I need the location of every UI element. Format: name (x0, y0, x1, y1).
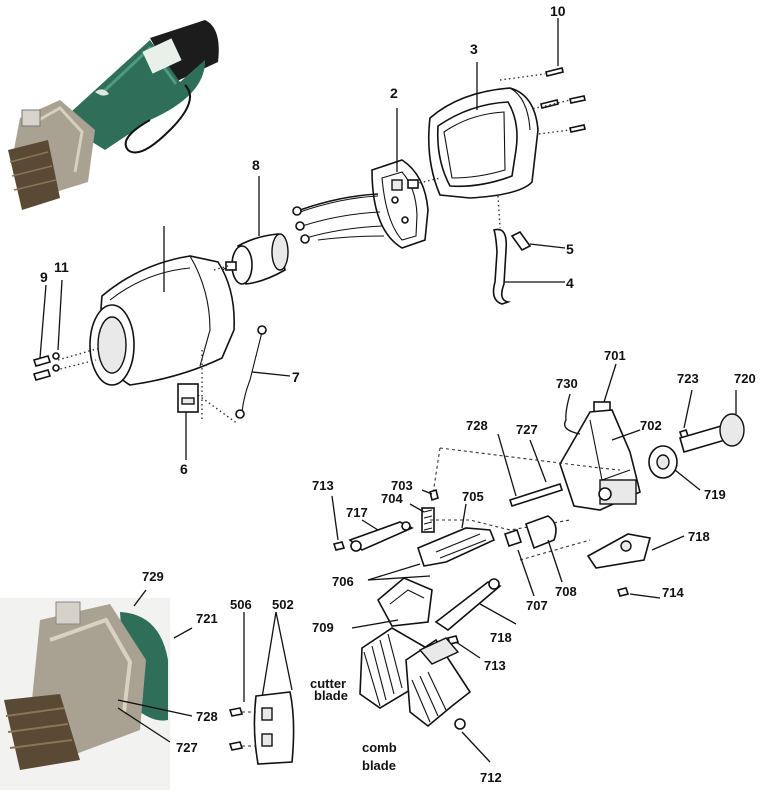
label-707: 707 (526, 598, 548, 613)
label-cutter-line2: blade (314, 688, 348, 703)
clipper-photo-top (8, 20, 219, 210)
label-712: 712 (480, 770, 502, 785)
blades (359, 627, 491, 763)
label-719: 719 (704, 487, 726, 502)
clipper-head-photo (0, 589, 193, 790)
label-702: 702 (640, 418, 662, 433)
label-718-lower: 718 (490, 630, 512, 645)
head-assembly (331, 363, 745, 659)
label-728: 728 (466, 418, 488, 433)
label-717: 717 (346, 505, 368, 520)
parts-506-502 (228, 611, 295, 765)
label-701: 701 (604, 348, 626, 363)
label-4: 4 (566, 275, 574, 291)
label-729: 729 (142, 569, 164, 584)
label-730: 730 (556, 376, 578, 391)
label-7: 7 (292, 369, 300, 385)
label-706: 706 (332, 574, 354, 589)
label-721: 721 (196, 611, 218, 626)
parts-9-11 (32, 279, 63, 381)
label-2: 2 (390, 85, 398, 101)
label-728-photo: 728 (196, 709, 218, 724)
label-709: 709 (312, 620, 334, 635)
label-727: 727 (516, 422, 538, 437)
part-number-labels: 10 3 2 8 5 4 9 11 7 6 701 730 723 720 72… (40, 3, 756, 785)
label-10: 10 (550, 3, 566, 19)
label-comb-line1: comb (362, 740, 397, 755)
label-5: 5 (566, 241, 574, 257)
label-comb-line2: blade (362, 758, 396, 773)
label-6: 6 (180, 461, 188, 477)
label-502: 502 (272, 597, 294, 612)
screws-10 (499, 18, 586, 136)
label-727-photo: 727 (176, 740, 198, 755)
rear-housing-3 (427, 62, 539, 199)
label-9: 9 (40, 269, 48, 285)
label-3: 3 (470, 41, 478, 57)
label-703: 703 (391, 478, 413, 493)
label-8: 8 (252, 157, 260, 173)
switch-plate-2 (292, 108, 441, 249)
motor-8 (221, 176, 289, 285)
label-705: 705 (462, 489, 484, 504)
label-cutter-line1: cutter (310, 676, 346, 691)
front-housing (55, 226, 235, 386)
label-723: 723 (677, 371, 699, 386)
label-714: 714 (662, 585, 684, 600)
label-708: 708 (555, 584, 577, 599)
parts-6-7 (177, 325, 291, 460)
parts-5-4 (492, 195, 566, 305)
label-720: 720 (734, 371, 756, 386)
label-11: 11 (54, 259, 69, 275)
label-506: 506 (230, 597, 252, 612)
label-718-right: 718 (688, 529, 710, 544)
label-704: 704 (381, 491, 403, 506)
label-713-top: 713 (312, 478, 334, 493)
label-713-lower: 713 (484, 658, 506, 673)
